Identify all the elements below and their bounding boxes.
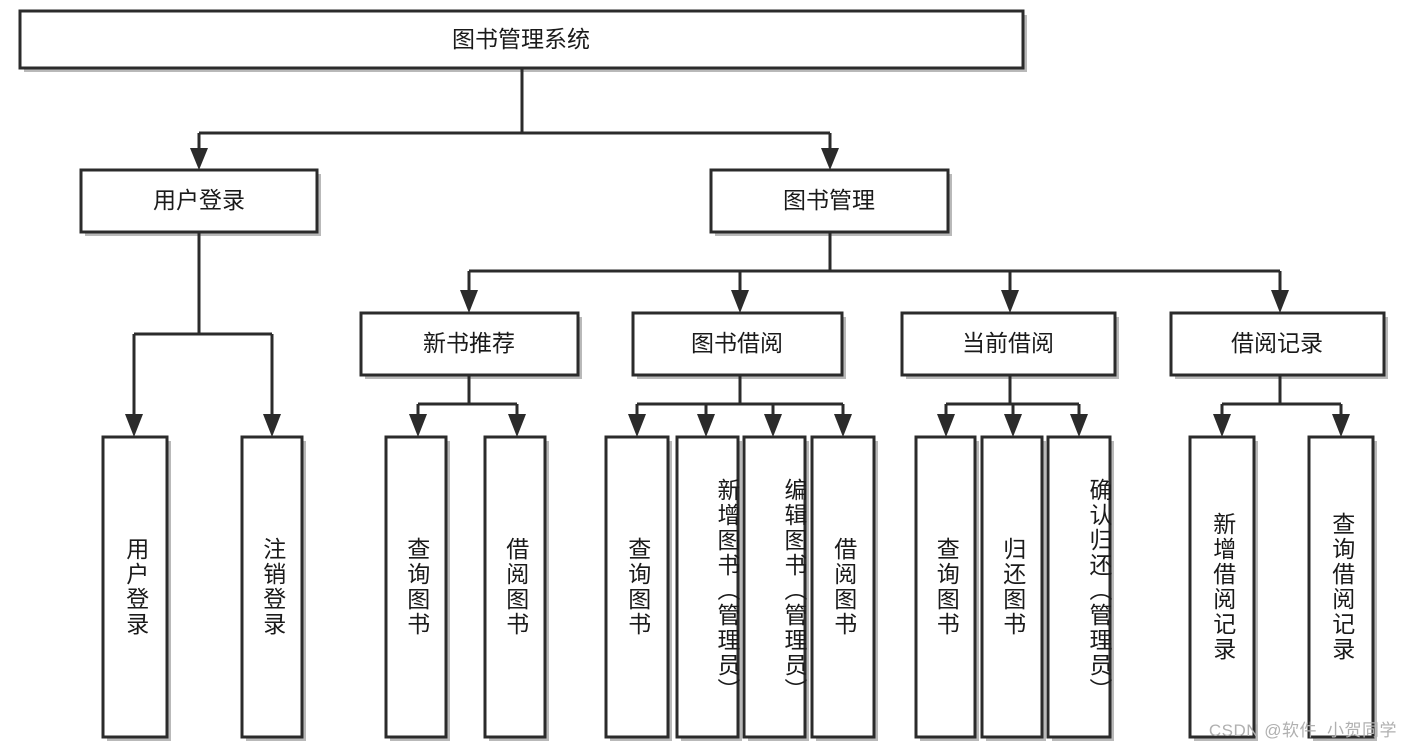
node-current-borrow[interactable]: 当前借阅 [900, 311, 1117, 377]
node-new-book-rec-box[interactable] [359, 311, 580, 377]
node-root-box[interactable] [18, 9, 1025, 70]
node-borrow-record[interactable]: 借阅记录 [1169, 311, 1386, 377]
arrow-leaf-borrow-book-2 [834, 414, 852, 437]
arrow-borrow-record [1271, 290, 1289, 313]
node-leaf-confirm-return-label: 确认归还（管理员） [1086, 477, 1112, 703]
arrow-leaf-return-book [1004, 414, 1022, 437]
node-leaf-query-book-2-label: 查询图书 [624, 537, 651, 637]
node-leaf-confirm-return-box[interactable] [1046, 435, 1112, 739]
node-leaf-add-book-box[interactable] [675, 435, 740, 739]
node-book-borrow-label: 图书借阅 [691, 330, 783, 356]
arrow-leaf-confirm-return [1070, 414, 1088, 437]
node-leaf-query-book-1-label: 查询图书 [403, 537, 430, 637]
node-user-login-box[interactable] [79, 168, 319, 234]
node-leaf-edit-book-label: 编辑图书（管理员） [781, 477, 807, 703]
arrow-book-manage [821, 148, 839, 170]
node-current-borrow-box[interactable] [900, 311, 1117, 377]
arrow-leaf-user-login [125, 414, 143, 437]
csdn-watermark: CSDN @软件_小贺同学 [1208, 721, 1397, 740]
node-leaf-add-record-label: 新增借阅记录 [1209, 512, 1236, 662]
arrow-leaf-borrow-book-1 [508, 414, 526, 437]
node-new-book-rec[interactable]: 新书推荐 [359, 311, 580, 377]
node-leaf-add-book-label: 新增图书（管理员） [714, 477, 740, 703]
node-leaf-query-book-3-label: 查询图书 [933, 537, 960, 637]
node-leaf-query-book-2-box[interactable] [604, 435, 670, 739]
leaf-boxes[interactable] [101, 435, 1375, 739]
node-leaf-return-book-box[interactable] [980, 435, 1044, 739]
node-leaf-borrow-book-2-label: 借阅图书 [830, 537, 857, 637]
node-leaf-query-record-label: 查询借阅记录 [1328, 512, 1355, 662]
node-leaf-borrow-book-1-label: 借阅图书 [502, 537, 529, 637]
node-user-login[interactable]: 用户登录 [79, 168, 319, 234]
arrow-leaf-query-book-2 [628, 414, 646, 437]
node-leaf-borrow-book-2-box[interactable] [810, 435, 876, 739]
arrow-leaf-query-book-3 [937, 414, 955, 437]
node-book-borrow-box[interactable] [631, 311, 844, 377]
node-leaf-query-book-1-box[interactable] [384, 435, 448, 739]
arrow-leaf-add-book [697, 414, 715, 437]
node-leaf-user-login-box[interactable] [101, 435, 169, 739]
node-leaf-logout-box[interactable] [240, 435, 304, 739]
node-user-login-label: 用户登录 [153, 187, 245, 213]
arrow-leaf-edit-book [764, 414, 782, 437]
node-current-borrow-label: 当前借阅 [962, 330, 1054, 356]
node-root-label: 图书管理系统 [452, 26, 590, 52]
arrow-current-borrow [1001, 290, 1019, 313]
arrow-leaf-add-record [1213, 414, 1231, 437]
node-leaf-return-book-label: 归还图书 [999, 537, 1026, 637]
node-leaf-user-login-label: 用户登录 [122, 537, 149, 637]
node-leaf-borrow-book-1-box[interactable] [483, 435, 547, 739]
arrow-leaf-query-record [1332, 414, 1350, 437]
node-book-manage-label: 图书管理 [783, 187, 875, 213]
arrow-user-login [190, 148, 208, 170]
node-leaf-query-record-box[interactable] [1307, 435, 1375, 739]
node-borrow-record-box[interactable] [1169, 311, 1386, 377]
node-leaf-add-record-box[interactable] [1188, 435, 1256, 739]
node-leaf-query-book-3-box[interactable] [914, 435, 977, 739]
node-borrow-record-label: 借阅记录 [1231, 330, 1323, 356]
node-book-borrow[interactable]: 图书借阅 [631, 311, 844, 377]
node-leaf-edit-book-box[interactable] [742, 435, 807, 739]
node-book-manage-box[interactable] [709, 168, 950, 234]
node-new-book-rec-label: 新书推荐 [423, 330, 515, 356]
arrow-book-borrow [731, 290, 749, 313]
connectors [125, 68, 1350, 437]
arrow-new-book-rec [460, 290, 478, 313]
node-leaf-logout-label: 注销登录 [259, 537, 286, 637]
node-root[interactable]: 图书管理系统 [18, 9, 1025, 70]
node-book-manage[interactable]: 图书管理 [709, 168, 950, 234]
arrow-leaf-logout [263, 414, 281, 437]
arrow-leaf-query-book-1 [409, 414, 427, 437]
